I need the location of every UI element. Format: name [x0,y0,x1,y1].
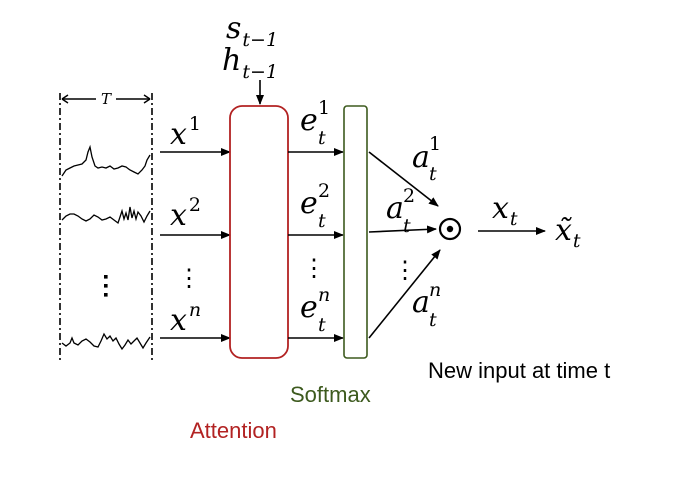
weight-label-2: a 2 t [386,185,415,237]
energy-vdots: ⋮ [302,254,326,282]
svg-text:t: t [318,314,326,336]
energy-label-2: e 2 t [300,180,330,232]
signal-3 [61,332,151,351]
svg-text:n: n [318,284,330,306]
signal-vdots [104,275,108,297]
svg-text:t: t [318,127,326,149]
svg-text:2: 2 [318,180,330,202]
input-arrows [160,148,231,342]
svg-text:1: 1 [318,97,330,119]
attention-label: Attention [190,418,277,443]
output-x-label: xt [492,191,518,230]
time-window: T [59,90,153,360]
svg-text:2: 2 [403,185,415,207]
input-vdots: ⋮ [177,264,201,292]
signal-2 [61,206,151,225]
energy-label-1: e 1 t [300,97,330,149]
svg-text:e: e [300,290,318,325]
weight-label-1: a 1 t [412,133,441,185]
weight-label-n: a n t [412,279,441,331]
svg-text:1: 1 [429,133,441,155]
energy-arrows [288,148,344,342]
signal-1 [61,144,151,177]
elementwise-product-operator [438,217,462,241]
state-h-label: ht−1 [222,43,278,83]
softmax-box [343,105,368,359]
svg-text:e: e [300,103,318,138]
time-series-signals [61,144,151,351]
output-xtilde-label: x̃t [555,213,581,252]
svg-text:a: a [386,191,404,226]
weight-arrows [368,151,441,339]
energy-label-n: e n t [300,284,330,336]
svg-text:t: t [403,215,411,237]
svg-text:t: t [429,309,437,331]
weight-vdots: ⋮ [393,256,417,284]
svg-text:e: e [300,186,318,221]
svg-text:t: t [318,210,326,232]
state-s-label: st−1 [226,11,278,51]
weight-labels: a 1 t a 2 t a n t ⋮ [386,133,441,331]
output-labels: xt x̃t [492,191,581,252]
svg-text:n: n [429,279,441,301]
attention-box [229,105,289,359]
energy-labels: e 1 t e 2 t e n t ⋮ [300,97,330,336]
svg-text:a: a [412,140,430,175]
softmax-label: Softmax [290,382,371,407]
svg-text:a: a [412,285,430,320]
new-input-label: New input at time t [428,358,610,383]
hidden-state: st−1 ht−1 [222,11,278,105]
window-label: T [101,90,112,108]
svg-text:t: t [429,163,437,185]
